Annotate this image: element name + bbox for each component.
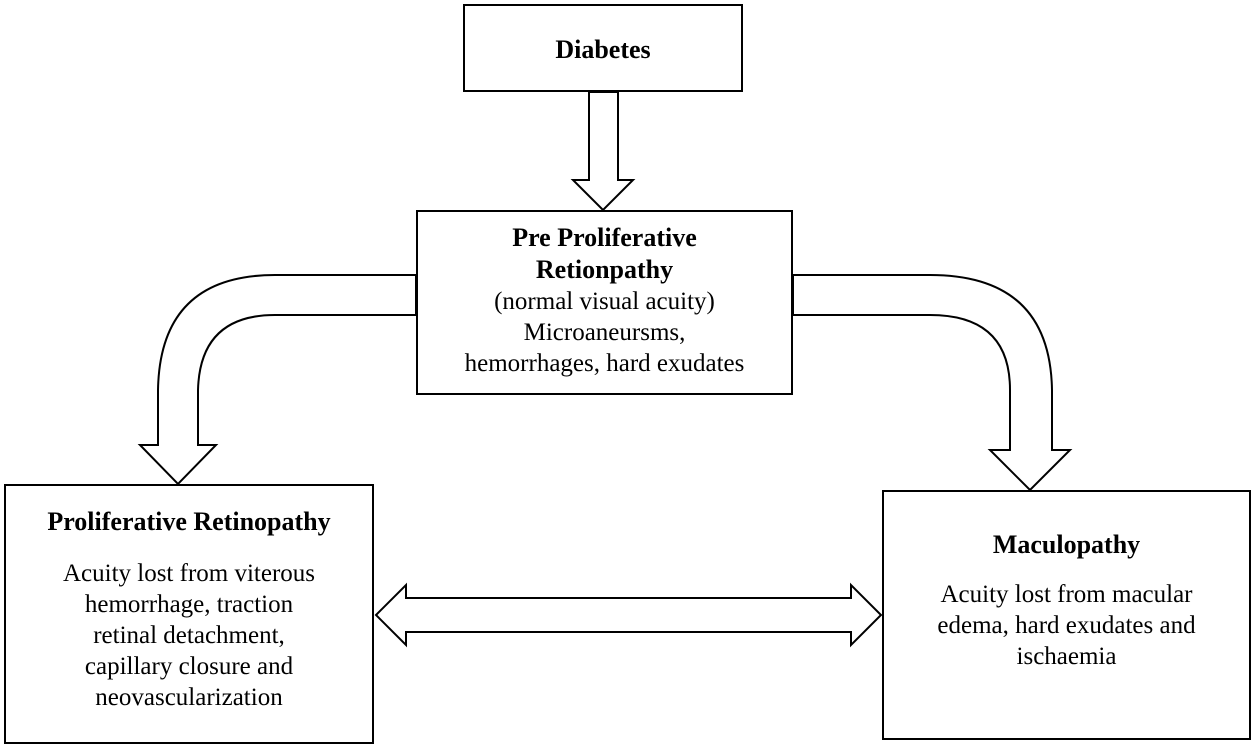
double-arrow-prolif-maculo bbox=[374, 582, 883, 648]
arrow-pre-to-maculopathy bbox=[792, 274, 1073, 492]
node-pre-proliferative-title: Pre Proliferative Retionpathy bbox=[512, 223, 697, 284]
arrow-diabetes-to-pre bbox=[570, 91, 636, 212]
node-diabetes: Diabetes bbox=[463, 4, 743, 92]
node-pre-proliferative: Pre Proliferative Retionpathy (normal vi… bbox=[416, 210, 793, 395]
node-maculopathy-title: Maculopathy bbox=[992, 530, 1141, 559]
node-proliferative-text: Acuity lost from viterous hemorrhage, tr… bbox=[62, 560, 316, 711]
node-maculopathy-text: Acuity lost from macular edema, hard exu… bbox=[937, 581, 1196, 670]
node-pre-proliferative-subtitle: (normal visual acuity) bbox=[494, 288, 715, 315]
node-pre-proliferative-text: Microaneursms, hemorrhages, hard exudate… bbox=[464, 319, 745, 377]
node-diabetes-title: Diabetes bbox=[555, 35, 651, 64]
node-proliferative-title: Proliferative Retinopathy bbox=[47, 507, 331, 536]
node-proliferative-retinopathy: Proliferative Retinopathy Acuity lost fr… bbox=[4, 484, 374, 744]
node-maculopathy: Maculopathy Acuity lost from macular ede… bbox=[882, 490, 1251, 740]
arrow-pre-to-proliferative bbox=[137, 274, 417, 486]
